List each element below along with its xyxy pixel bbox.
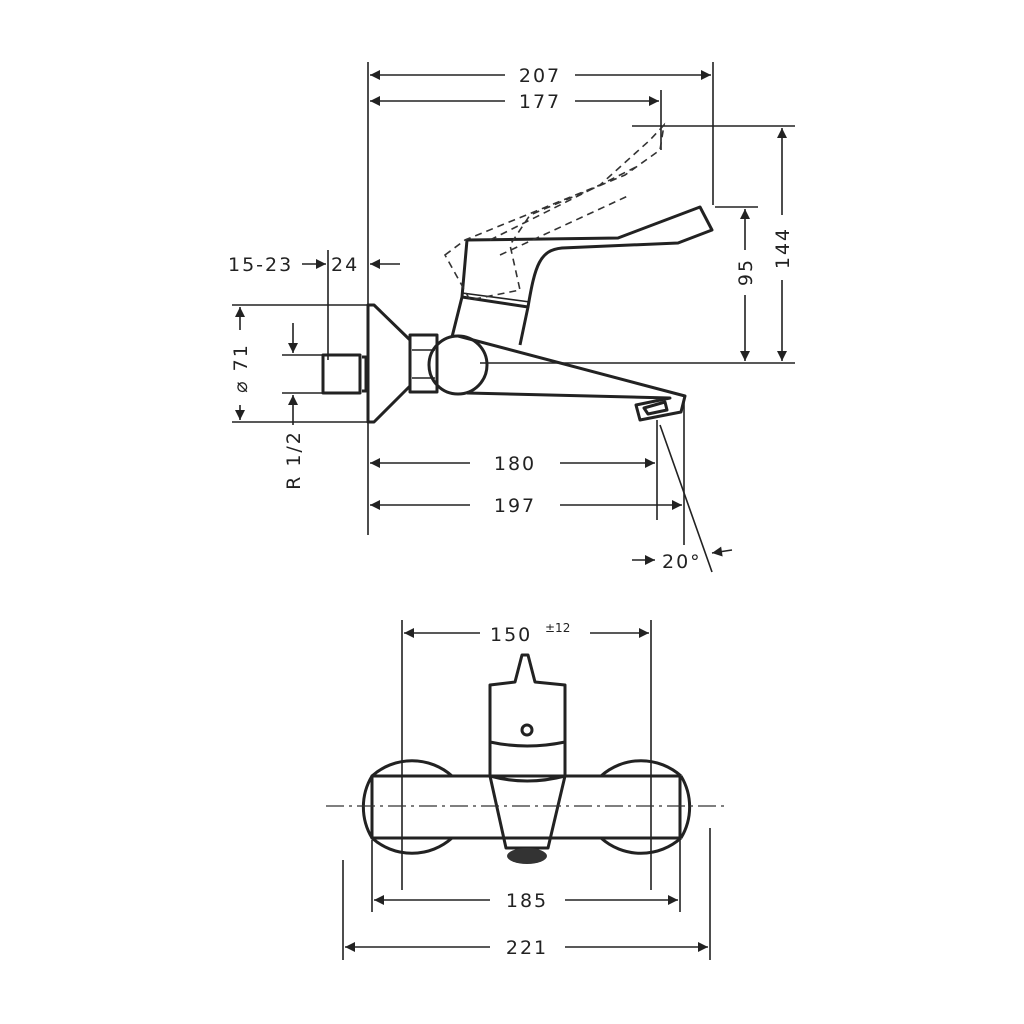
dim-label-center-tolerance: ±12: [545, 621, 570, 635]
dim-label-angle: 20°: [662, 551, 702, 573]
dim-label-95: 95: [735, 258, 757, 286]
front-view: 150 ±12 185 221: [326, 620, 725, 960]
dim-label-144: 144: [772, 227, 794, 269]
dim-label-flange-depth: 24: [331, 254, 359, 276]
dim-label-185: 185: [506, 890, 548, 912]
dim-label-flange-diameter: ⌀ 71: [230, 343, 252, 393]
faucet-front-outline: [361, 653, 692, 864]
dim-label-177: 177: [519, 91, 561, 113]
dim-label-207: 207: [519, 65, 561, 87]
angle-arrow-right: [711, 546, 733, 557]
dim-label-thread: R 1/2: [283, 430, 305, 490]
angle-line: [659, 424, 713, 573]
dim-label-180: 180: [494, 453, 536, 475]
dim-label-197: 197: [494, 495, 536, 517]
faucet-side-outline: [321, 122, 714, 424]
side-view: 207 177 144 95 15-23 24 ⌀ 71 R: [228, 62, 795, 573]
dim-label-221: 221: [506, 937, 548, 959]
dim-label-wall-thickness: 15-23: [228, 254, 293, 276]
dim-label-center-distance: 150: [490, 624, 532, 646]
